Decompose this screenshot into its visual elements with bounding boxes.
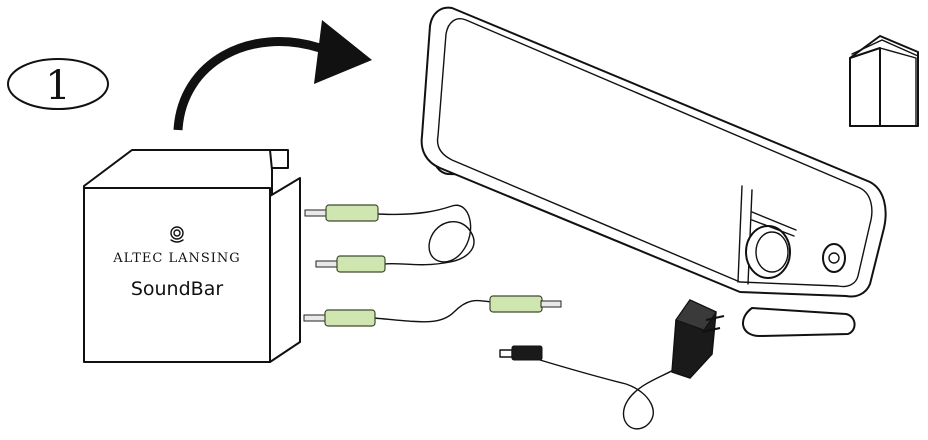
audio-plug [304, 204, 379, 222]
product-box: ALTEC LANSING SoundBar [83, 149, 301, 363]
volume-knob [745, 225, 791, 279]
booklet-icon [849, 35, 919, 127]
curved-arrow-icon [173, 20, 372, 131]
soundbar-speaker [420, 6, 887, 337]
step-badge: 1 [7, 58, 109, 110]
audio-cable-straight [303, 295, 562, 327]
audio-cable-looped [304, 204, 475, 273]
audio-plug [315, 255, 386, 273]
side-jack [822, 243, 846, 273]
dc-plug [499, 345, 543, 361]
brand-name: ALTEC LANSING [112, 251, 240, 266]
audio-plug [489, 295, 562, 313]
swirl-logo-icon [170, 226, 184, 243]
power-adapter [499, 299, 725, 430]
product-name: SoundBar [131, 278, 224, 300]
adapter-brick [671, 299, 725, 379]
audio-plug [303, 309, 376, 327]
step-number: 1 [45, 63, 70, 109]
